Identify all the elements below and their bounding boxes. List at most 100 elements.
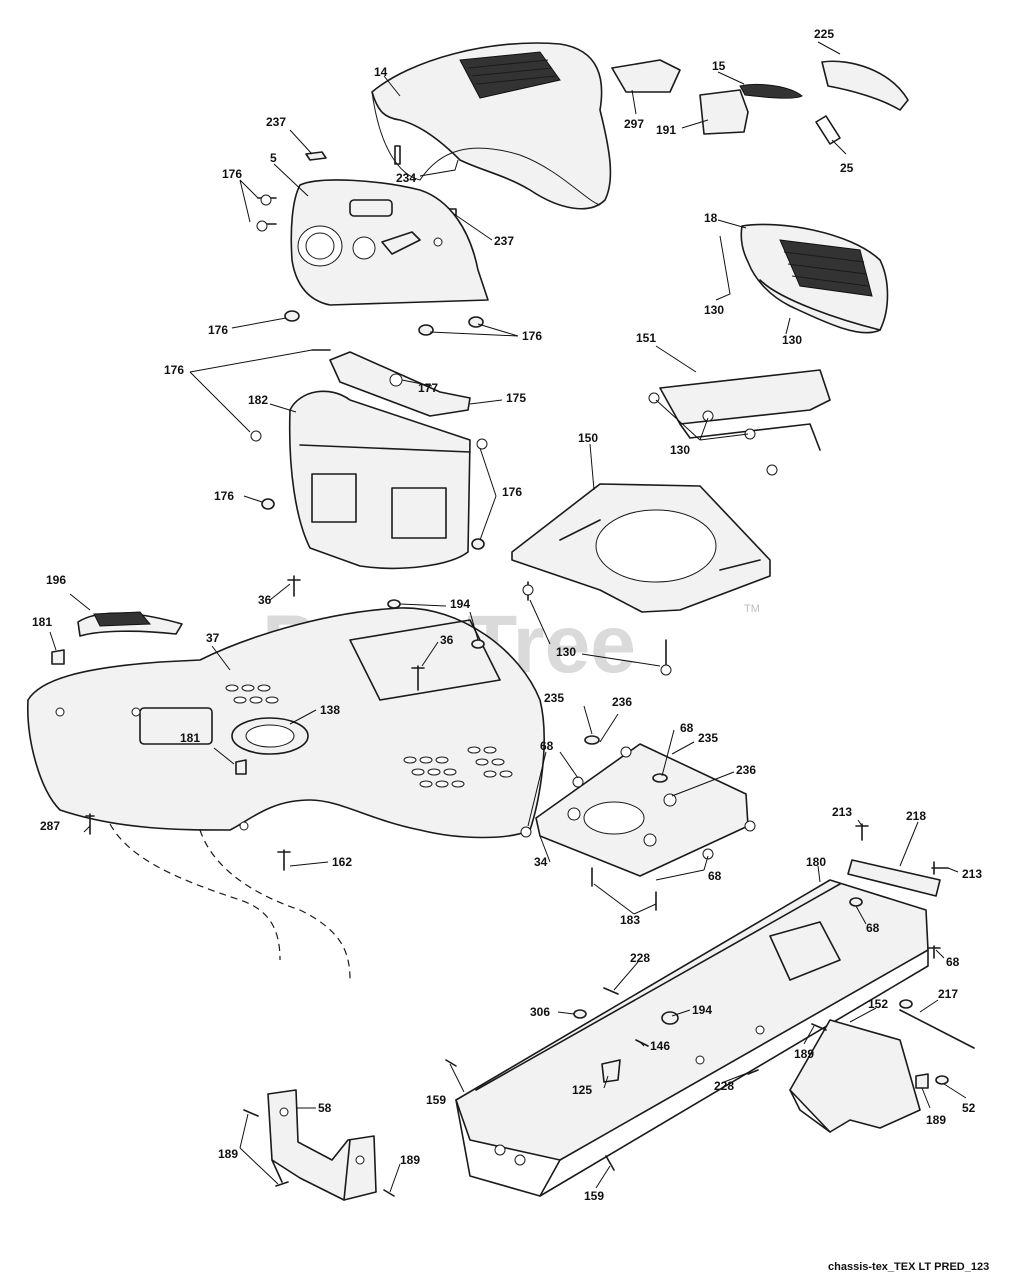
callout-228: 228 bbox=[630, 951, 650, 965]
callout-130: 130 bbox=[782, 333, 802, 347]
callout-297: 297 bbox=[624, 117, 644, 131]
screws-130-plate bbox=[522, 581, 672, 676]
fasteners-34-group bbox=[520, 735, 756, 911]
callout-213: 213 bbox=[962, 867, 982, 881]
part-194-nut-b bbox=[471, 639, 485, 649]
callout-130: 130 bbox=[670, 443, 690, 457]
callout-177: 177 bbox=[418, 381, 438, 395]
bracket-125 bbox=[601, 1059, 621, 1083]
callout-194: 194 bbox=[692, 1003, 712, 1017]
steering-plate-part-34 bbox=[535, 743, 749, 877]
hood-part-14 bbox=[371, 42, 612, 210]
dash-tower-part-182 bbox=[288, 390, 471, 570]
callout-194: 194 bbox=[450, 597, 470, 611]
callout-151: 151 bbox=[636, 331, 656, 345]
grille-part-18 bbox=[740, 223, 889, 334]
vent-holes bbox=[225, 684, 513, 788]
callout-146: 146 bbox=[650, 1039, 670, 1053]
part-191-pad bbox=[699, 89, 749, 135]
callout-68: 68 bbox=[946, 955, 960, 969]
bolt-213-a bbox=[855, 823, 869, 841]
pin-146 bbox=[635, 1039, 649, 1047]
pin-228-b bbox=[747, 1069, 759, 1075]
callout-235: 235 bbox=[544, 691, 564, 705]
callout-287: 287 bbox=[40, 819, 60, 833]
part-234-pin bbox=[394, 145, 401, 165]
pin-228-a bbox=[603, 987, 619, 995]
callout-225: 225 bbox=[814, 27, 834, 41]
dash-panel-part-5 bbox=[290, 179, 489, 306]
bracket-part-58 bbox=[267, 1089, 377, 1201]
rod-217 bbox=[899, 1009, 975, 1049]
callout-36: 36 bbox=[440, 633, 454, 647]
body-panel-part-37 bbox=[27, 607, 545, 839]
callout-34: 34 bbox=[534, 855, 548, 869]
fasteners-176-lower bbox=[250, 349, 488, 550]
part-162-screw bbox=[277, 849, 291, 871]
part-297-pad bbox=[611, 59, 681, 93]
nut-52-b bbox=[899, 999, 913, 1009]
callout-68: 68 bbox=[680, 721, 694, 735]
callout-130: 130 bbox=[704, 303, 724, 317]
callout-175: 175 bbox=[506, 391, 526, 405]
callout-176: 176 bbox=[222, 167, 242, 181]
callout-25: 25 bbox=[840, 161, 854, 175]
callout-176: 176 bbox=[502, 485, 522, 499]
callout-18: 18 bbox=[704, 211, 718, 225]
callout-68: 68 bbox=[708, 869, 722, 883]
part-15-emblem bbox=[739, 83, 803, 99]
nut-194-frame bbox=[661, 1011, 679, 1025]
part-36-bolt-a bbox=[287, 575, 301, 597]
callout-130: 130 bbox=[556, 645, 576, 659]
nut-52 bbox=[935, 1075, 949, 1085]
frame-part-180 bbox=[455, 879, 929, 1197]
nut-306 bbox=[573, 1009, 587, 1019]
screw-189-c bbox=[383, 1189, 395, 1197]
callout-150: 150 bbox=[578, 431, 598, 445]
callout-189: 189 bbox=[400, 1153, 420, 1167]
diagram-footer-label: chassis-tex_TEX LT PRED_123 bbox=[828, 1261, 989, 1273]
callout-176: 176 bbox=[164, 363, 184, 377]
callout-189: 189 bbox=[218, 1147, 238, 1161]
support-plate-part-150 bbox=[511, 483, 771, 613]
bolt-189-shield-b bbox=[915, 1073, 929, 1089]
callout-15: 15 bbox=[712, 59, 726, 73]
callout-218: 218 bbox=[906, 809, 926, 823]
callout-237: 237 bbox=[266, 115, 286, 129]
callout-labels: 14 237 234 237 5 176 176 176 297 15 191 … bbox=[32, 27, 982, 1203]
part-36-bolt-b bbox=[411, 665, 425, 691]
callout-236: 236 bbox=[612, 695, 632, 709]
bolt-213-b bbox=[931, 861, 949, 875]
part-237-clip bbox=[305, 151, 327, 161]
callout-58: 58 bbox=[318, 1101, 332, 1115]
callout-162: 162 bbox=[332, 855, 352, 869]
callout-36: 36 bbox=[258, 593, 272, 607]
callout-176: 176 bbox=[522, 329, 542, 343]
hidden-line-a bbox=[109, 823, 281, 961]
part-194-nut-a bbox=[387, 599, 401, 609]
callout-52: 52 bbox=[962, 1101, 976, 1115]
callout-159: 159 bbox=[584, 1189, 604, 1203]
screw-159-a bbox=[445, 1059, 457, 1067]
part-177-bushing bbox=[389, 373, 403, 387]
callout-189: 189 bbox=[794, 1047, 814, 1061]
screw-159-b bbox=[605, 1155, 615, 1171]
callout-14: 14 bbox=[374, 65, 388, 79]
hood-bracket-151 bbox=[648, 369, 831, 476]
hidden-line-b bbox=[199, 829, 351, 981]
callout-181: 181 bbox=[180, 731, 200, 745]
callout-183: 183 bbox=[620, 913, 640, 927]
callout-196: 196 bbox=[46, 573, 66, 587]
callout-68: 68 bbox=[866, 921, 880, 935]
bolt-68-frame-b bbox=[927, 945, 941, 959]
callout-152: 152 bbox=[868, 997, 888, 1011]
callout-228: 228 bbox=[714, 1079, 734, 1093]
part-287-screw bbox=[85, 813, 95, 835]
callout-125: 125 bbox=[572, 1083, 592, 1097]
part-225-lens bbox=[821, 60, 909, 111]
bracket-218 bbox=[847, 859, 941, 897]
leader-lines bbox=[49, 41, 967, 1193]
screw-189-a bbox=[243, 1109, 259, 1117]
callout-180: 180 bbox=[806, 855, 826, 869]
callout-236: 236 bbox=[736, 763, 756, 777]
